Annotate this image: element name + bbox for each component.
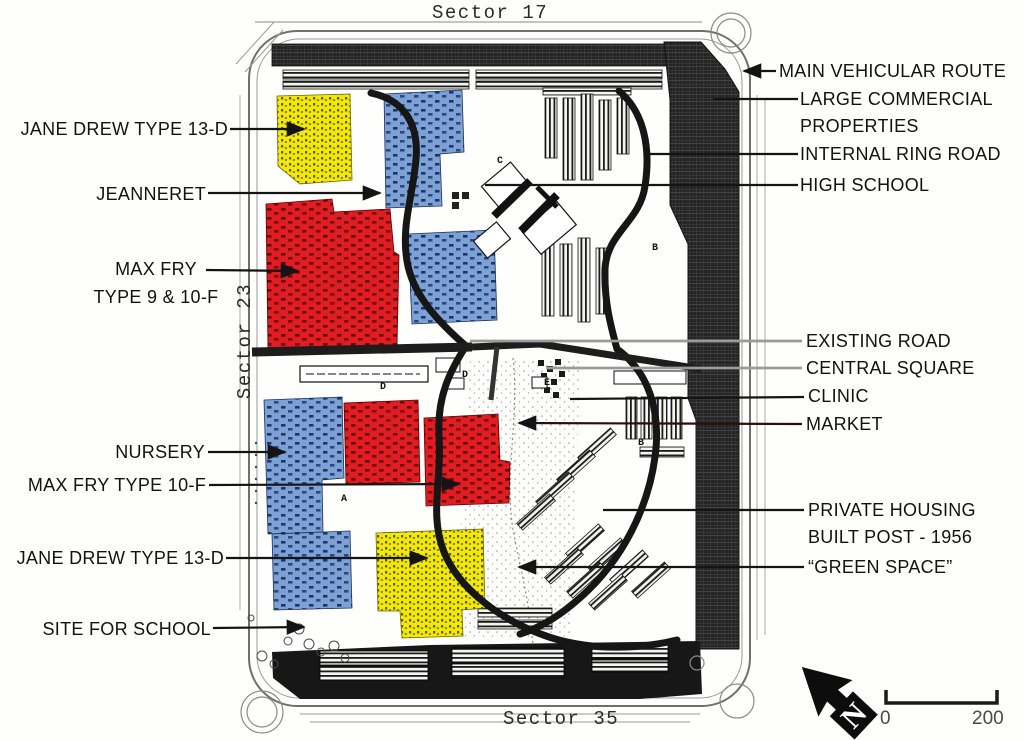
nursery-block (263, 396, 345, 535)
label-green-space: “GREEN SPACE” (808, 557, 953, 577)
map-marker-d2: D (462, 370, 469, 381)
top-commercial-strip (271, 43, 701, 90)
jeanneret-block (383, 89, 465, 209)
label-site-for-school: SITE FOR SCHOOL (42, 619, 211, 639)
map-marker-e: E (544, 378, 551, 389)
label-private-housing-line2: BUILT POST - 1956 (808, 527, 973, 547)
label-large-commercial-properties: LARGE COMMERCIAL PROPERTIES (800, 86, 993, 140)
leader-lines (205, 63, 805, 635)
sector-35-caption: Sector 35 (503, 708, 620, 730)
sector-17-caption: Sector 17 (432, 2, 549, 24)
leader-site-for-school (212, 619, 306, 635)
large-commercial-band (663, 41, 740, 650)
label-internal-ring-road: INTERNAL RING ROAD (800, 144, 1001, 164)
label-private-housing-line1: PRIVATE HOUSING (808, 500, 976, 520)
leader-clinic (569, 395, 805, 401)
map-marker-d1: D (380, 382, 387, 393)
red-block-center (343, 399, 421, 485)
leader-max-fry-10f (208, 476, 461, 492)
jane-drew-block-top (276, 93, 353, 185)
internal-ring-road (367, 87, 681, 651)
label-max-fry-type-9-10f: MAX FRY TYPE 9 & 10-F (73, 255, 239, 311)
label-central-square: CENTRAL SQUARE (806, 358, 975, 378)
blue-block-mid (407, 229, 498, 325)
label-clinic: CLINIC (808, 386, 869, 406)
label-large-commercial-line1: LARGE COMMERCIAL (800, 89, 993, 109)
label-high-school: HIGH SCHOOL (800, 175, 930, 195)
map-marker-a: A (341, 494, 348, 505)
central-square-buildings (299, 357, 687, 458)
existing-road-band (251, 340, 702, 401)
label-max-fry-line2: TYPE 9 & 10-F (93, 287, 219, 307)
label-max-fry-type-10f: MAX FRY TYPE 10-F (27, 475, 206, 495)
label-existing-road: EXISTING ROAD (806, 331, 951, 351)
label-main-vehicular-route: MAIN VEHICULAR ROUTE (779, 61, 1007, 81)
max-fry-block (265, 198, 400, 350)
label-market: MARKET (806, 414, 883, 434)
map-marker-c: C (497, 156, 504, 167)
label-private-housing: PRIVATE HOUSING BUILT POST - 1956 (808, 497, 976, 551)
roundabouts (240, 12, 755, 734)
bottom-commercial-band (272, 641, 702, 699)
leader-market (517, 415, 803, 431)
label-jane-drew-type-13d-top: JANE DREW TYPE 13-D (20, 119, 228, 139)
label-jeanneret: JEANNERET (96, 184, 206, 204)
leader-max-fry (205, 263, 300, 279)
blue-block-bottom (271, 530, 353, 611)
bw-housing-strips (477, 87, 632, 630)
label-nursery: NURSERY (115, 442, 205, 462)
map-marker-b2: B (638, 438, 645, 449)
scale-start: 0 (880, 708, 891, 729)
map-marker-b1: B (652, 243, 659, 254)
north-arrow: N (801, 666, 878, 740)
label-max-fry-line1: MAX FRY (115, 259, 197, 279)
jane-drew-block-bottom (375, 528, 486, 639)
label-large-commercial-line2: PROPERTIES (800, 116, 919, 136)
dot-row (254, 441, 258, 505)
scale-bar (884, 690, 999, 705)
scale-end: 200 (972, 708, 1004, 729)
label-jane-drew-type-13d-bottom: JANE DREW TYPE 13-D (16, 548, 224, 568)
